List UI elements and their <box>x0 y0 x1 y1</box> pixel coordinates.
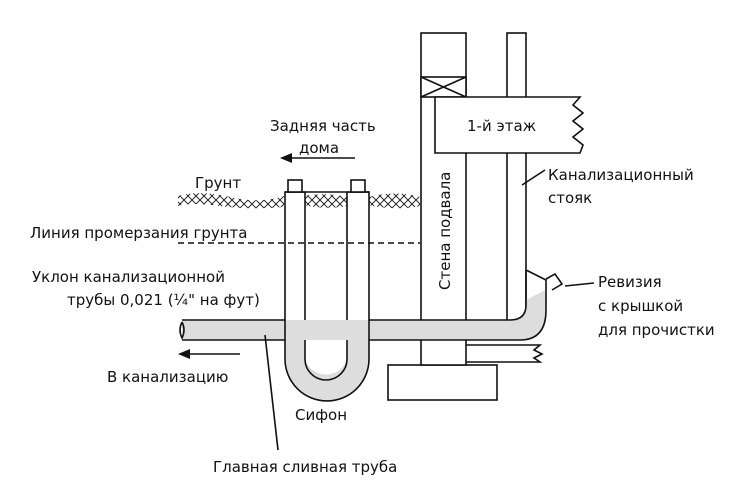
ground-hatch <box>178 193 420 209</box>
label-cleanout-3: для прочистки <box>598 321 715 339</box>
footing <box>387 364 498 401</box>
label-frost-line: Линия промерзания грунта <box>30 224 247 242</box>
sewer-stack <box>506 32 527 324</box>
label-back-of-house-2: дома <box>299 139 339 157</box>
basement-floor <box>466 344 544 363</box>
arrow-sewer-icon <box>178 349 240 359</box>
label-to-sewer: В канализацию <box>107 368 228 386</box>
arrow-back-icon <box>280 153 355 163</box>
main-drain-pipe <box>179 191 564 402</box>
label-stack-1: Канализационный <box>548 166 694 184</box>
first-floor-slab <box>434 96 585 154</box>
label-cleanout-1: Ревизия <box>598 273 662 291</box>
label-main-drain: Главная сливная труба <box>213 458 397 476</box>
label-cleanout-2: с крышкой <box>598 297 683 315</box>
label-first-floor: 1-й этаж <box>467 117 536 135</box>
vent-cap-left <box>287 179 303 193</box>
label-basement-wall: Стена подвала <box>436 172 454 290</box>
label-ground: Грунт <box>195 174 241 192</box>
label-back-of-house-1: Задняя часть <box>270 117 376 135</box>
vent-cap-right <box>350 179 366 193</box>
label-trap: Сифон <box>295 406 347 424</box>
label-stack-2: стояк <box>548 189 592 207</box>
label-slope-2: трубы 0,021 (¼" на фут) <box>67 291 260 309</box>
label-slope-1: Уклон канализационной <box>32 268 225 286</box>
